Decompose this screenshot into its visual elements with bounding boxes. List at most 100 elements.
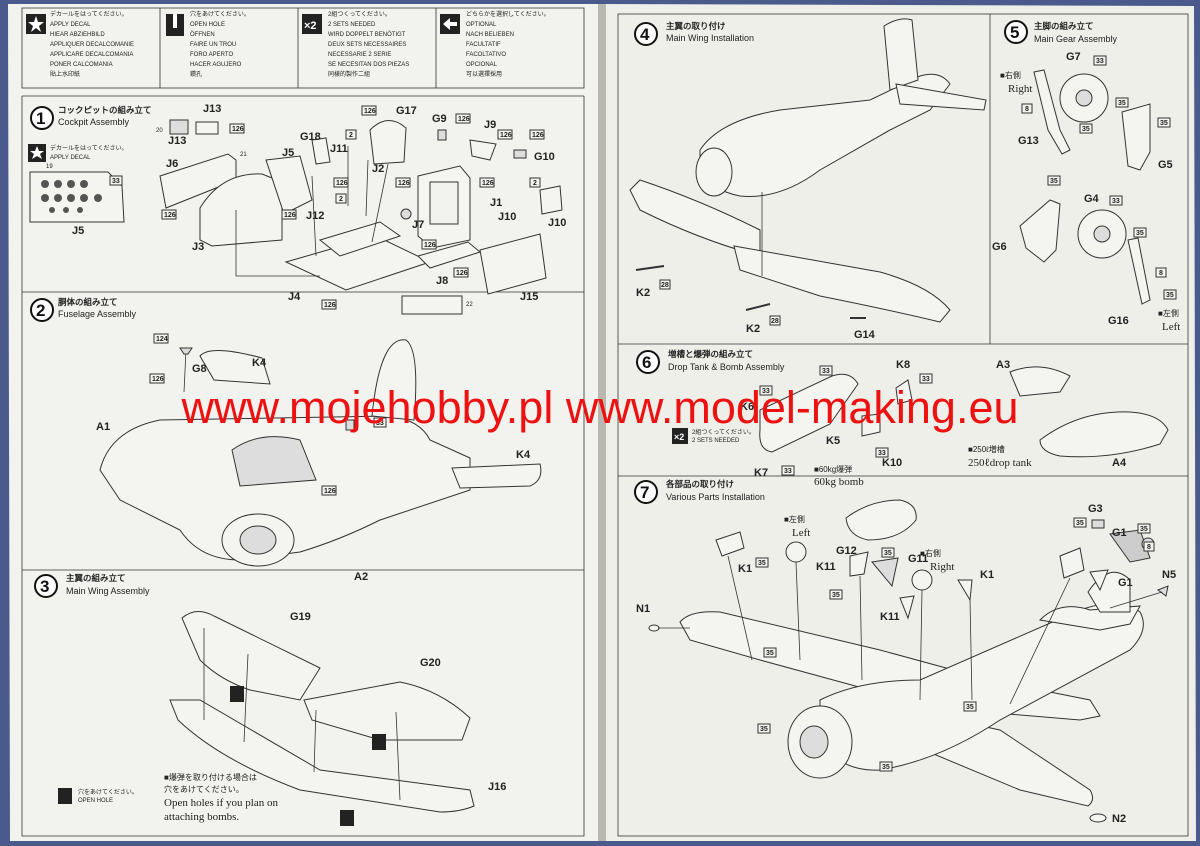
gear-leg-g16 — [1127, 237, 1151, 305]
svg-text:J13: J13 — [203, 103, 221, 115]
legend: ×2 デカールをはってください。 APPLY DECAL HIEAR ABZIE… — [21, 7, 585, 89]
svg-text:APPLY DECAL: APPLY DECAL — [50, 155, 91, 161]
watermark: www.mojehobby.pl www.model-making.eu — [180, 382, 1018, 433]
wing-right-half — [733, 245, 951, 323]
svg-text:33: 33 — [1096, 58, 1104, 65]
svg-text:250ℓdrop tank: 250ℓdrop tank — [968, 457, 1032, 469]
svg-text:G4: G4 — [1084, 193, 1100, 205]
svg-text:35: 35 — [1118, 100, 1126, 107]
svg-text:K1: K1 — [980, 569, 994, 581]
svg-text:■右側: ■右側 — [920, 548, 941, 558]
svg-text:APPLICARE DECALCOMANIA: APPLICARE DECALCOMANIA — [50, 52, 133, 58]
upper-wing-g19 — [181, 611, 321, 701]
svg-text:穴をあけてください。: 穴をあけてください。 — [78, 788, 138, 796]
svg-text:28: 28 — [771, 318, 779, 325]
step-3-header: 3 主翼の組み立て Main Wing Assembly — [34, 573, 150, 598]
svg-text:A4: A4 — [1112, 457, 1127, 469]
step-7-header: 7 各部品の取り付け Various Parts Installation — [634, 479, 765, 504]
step-3-drawing: G19 G20 J16 ■爆弾を取り付ける場合は 穴をあけてください。 Open… — [58, 611, 506, 826]
svg-text:126: 126 — [324, 302, 336, 309]
svg-text:attaching bombs.: attaching bombs. — [164, 811, 239, 823]
svg-text:8: 8 — [1025, 106, 1029, 113]
svg-text:APPLIQUER DECALCOMANIE: APPLIQUER DECALCOMANIE — [50, 42, 134, 48]
svg-text:増槽と爆弾の組み立て: 増槽と爆弾の組み立て — [668, 349, 753, 359]
svg-text:126: 126 — [456, 270, 468, 277]
svg-text:124: 124 — [156, 336, 168, 343]
svg-text:可以選擇採用: 可以選擇採用 — [466, 70, 502, 78]
step-4-drawing: K2 K2 G14 28 28 — [629, 18, 987, 341]
svg-text:126: 126 — [152, 376, 164, 383]
svg-text:FAIRE UN TROU: FAIRE UN TROU — [190, 42, 236, 48]
svg-text:35: 35 — [758, 560, 766, 567]
svg-text:HIEAR ABZIEHBILD: HIEAR ABZIEHBILD — [50, 32, 105, 38]
svg-text:33: 33 — [1112, 198, 1120, 205]
svg-text:A1: A1 — [96, 421, 110, 433]
svg-text:126: 126 — [532, 132, 544, 139]
svg-text:Fuselage Assembly: Fuselage Assembly — [58, 309, 137, 319]
page-gutter — [598, 4, 606, 841]
svg-text:G20: G20 — [420, 657, 441, 669]
svg-text:33: 33 — [922, 376, 930, 383]
svg-text:35: 35 — [766, 650, 774, 657]
step-6-drawing: K8 K6 K5 K7 K10 ■60kg爆弾 60kg bomb 33 33 … — [672, 359, 1169, 488]
wing-left-half — [629, 179, 761, 257]
svg-text:8: 8 — [1147, 544, 1151, 551]
open-hole-icon — [340, 810, 354, 826]
svg-text:33: 33 — [112, 178, 120, 185]
side-panel-j6 — [159, 153, 237, 209]
step-7-drawing: ■左側 Left ■右側 Right G3 G1 G1 K1 K1 K11 K1… — [636, 499, 1176, 825]
step-1-drawing: デカールをはってください。 APPLY DECAL J5 J13 J13 J6 … — [28, 103, 566, 315]
svg-text:126: 126 — [364, 108, 376, 115]
svg-text:WIRD DOPPELT BENÖTIGT: WIRD DOPPELT BENÖTIGT — [328, 31, 406, 38]
svg-text:デカールをはってください。: デカールをはってください。 — [50, 10, 128, 18]
svg-text:主翼の組み立て: 主翼の組み立て — [66, 573, 126, 583]
legend-optional-text: どちらかを選択してください。 OPTIONAL NACH BELIEBEN FA… — [466, 10, 550, 78]
svg-text:J12: J12 — [306, 210, 324, 222]
svg-text:G6: G6 — [992, 241, 1007, 253]
svg-text:3: 3 — [40, 577, 49, 596]
svg-text:35: 35 — [760, 726, 768, 733]
gear-leg-g13 — [1033, 69, 1071, 155]
svg-text:胴体の組み立て: 胴体の組み立て — [57, 297, 118, 307]
svg-text:8: 8 — [1159, 270, 1163, 277]
svg-text:6: 6 — [642, 353, 651, 372]
svg-text:19: 19 — [46, 164, 53, 170]
svg-text:Main Wing Installation: Main Wing Installation — [666, 33, 754, 43]
svg-text:G11: G11 — [908, 553, 928, 565]
svg-text:K4: K4 — [252, 357, 267, 369]
svg-text:Main Gear Assembly: Main Gear Assembly — [1034, 34, 1118, 44]
svg-text:FORO APERTO: FORO APERTO — [190, 52, 233, 58]
svg-text:貼上水印紙: 貼上水印紙 — [50, 70, 80, 78]
fuselage-a1-a2 — [99, 415, 471, 561]
svg-text:2組つくってください。: 2組つくってください。 — [692, 428, 755, 436]
svg-text:■60kg爆弾: ■60kg爆弾 — [814, 464, 852, 474]
svg-text:35: 35 — [1076, 520, 1084, 527]
svg-text:2: 2 — [349, 132, 353, 139]
svg-text:33: 33 — [822, 368, 830, 375]
svg-text:35: 35 — [1136, 230, 1144, 237]
paint-badges-step1: 126 126 126 126 126 126 126 126 126 126 … — [46, 105, 545, 310]
svg-text:どちらかを選択してください。: どちらかを選択してください。 — [466, 10, 550, 18]
svg-text:SE NECESITAN DOS PIEZAS: SE NECESITAN DOS PIEZAS — [328, 62, 409, 68]
svg-text:DEUX SETS NECESSAIRES: DEUX SETS NECESSAIRES — [328, 42, 406, 48]
svg-text:K4: K4 — [516, 449, 531, 461]
svg-text:J9: J9 — [484, 119, 496, 131]
step-6-header: 6 増槽と爆弾の組み立て Drop Tank & Bomb Assembly — [636, 349, 785, 374]
svg-text:G8: G8 — [192, 363, 207, 375]
svg-text:NECESSARIE 2 SERIE: NECESSARIE 2 SERIE — [328, 52, 391, 58]
svg-text:126: 126 — [398, 180, 410, 187]
svg-text:K8: K8 — [896, 359, 910, 371]
x2-icon — [302, 14, 322, 34]
svg-text:4: 4 — [640, 25, 650, 44]
svg-text:A3: A3 — [996, 359, 1010, 371]
svg-text:126: 126 — [482, 180, 494, 187]
gear-door-g6 — [1019, 199, 1061, 263]
svg-text:J6: J6 — [166, 158, 178, 170]
svg-text:G19: G19 — [290, 611, 311, 623]
svg-text:K11: K11 — [880, 611, 900, 623]
drop-tank-a3-a4 — [1039, 411, 1169, 458]
svg-text:K2: K2 — [746, 323, 760, 335]
x2-icon — [672, 428, 688, 444]
svg-text:35: 35 — [1050, 178, 1058, 185]
